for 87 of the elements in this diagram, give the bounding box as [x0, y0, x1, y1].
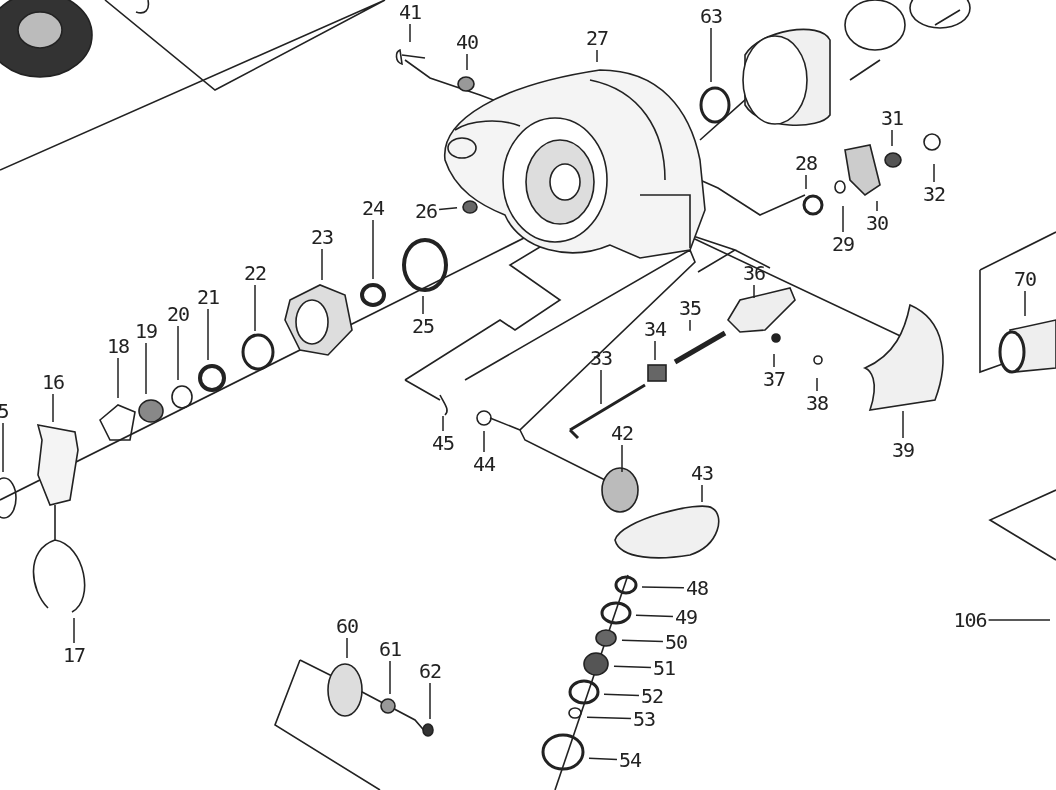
leader-line	[987, 619, 1051, 621]
callout-number: 22	[243, 263, 267, 283]
leader-line	[773, 353, 775, 368]
callout-number: 29	[831, 234, 855, 254]
callout-number: 18	[106, 336, 130, 356]
leader-line	[346, 637, 348, 659]
leader-line	[933, 163, 935, 183]
callout-number: 43	[690, 463, 714, 483]
callout-number: 25	[411, 316, 435, 336]
leader-line	[254, 284, 256, 332]
callout-number: 51	[652, 658, 676, 678]
leader-line	[177, 325, 179, 381]
leader-line	[586, 716, 632, 720]
leader-line	[816, 377, 818, 392]
leader-line	[603, 693, 640, 697]
leader-line	[842, 205, 844, 233]
callout-number: 40	[455, 32, 479, 52]
leader-line	[710, 27, 712, 83]
callout-number: 37	[762, 369, 786, 389]
callout-number: 24	[361, 198, 385, 218]
callout-number: 106	[953, 610, 987, 630]
leader-line	[654, 340, 656, 361]
leader-line	[689, 319, 691, 332]
callout-number: 33	[589, 348, 613, 368]
leader-line	[621, 639, 664, 643]
leader-line	[389, 660, 391, 695]
leader-line	[588, 757, 618, 761]
callout-number: 21	[196, 287, 220, 307]
callout-number: 19	[134, 321, 158, 341]
leader-line	[73, 617, 75, 644]
callout-number: 20	[166, 304, 190, 324]
callout-number: 49	[674, 607, 698, 627]
callout-number: 42	[610, 423, 634, 443]
callout-number: 34	[643, 319, 667, 339]
callout-number: 53	[632, 709, 656, 729]
callout-number: 52	[640, 686, 664, 706]
leader-line	[117, 357, 119, 399]
leader-line	[596, 49, 598, 63]
callout-number: 61	[378, 639, 402, 659]
leader-line	[145, 342, 147, 395]
leader-line	[613, 665, 652, 669]
leader-line	[429, 682, 431, 720]
callout-number: 39	[891, 440, 915, 460]
callout-number: 70	[1013, 269, 1037, 289]
callout-number: 44	[472, 454, 496, 474]
callout-number: 17	[62, 645, 86, 665]
callout-number: 60	[335, 616, 359, 636]
leader-line	[321, 248, 323, 281]
callout-number: 41	[398, 2, 422, 22]
leader-line	[409, 23, 411, 43]
leader-line	[207, 308, 209, 361]
leader-line	[483, 430, 485, 453]
callout-number: 35	[678, 298, 702, 318]
leader-line	[621, 444, 623, 473]
leader-line	[2, 422, 4, 473]
leader-line	[600, 369, 602, 405]
leader-line	[891, 129, 893, 147]
callout-number: 31	[880, 108, 904, 128]
callout-number: 36	[742, 263, 766, 283]
leader-line	[52, 393, 54, 423]
leader-line	[422, 295, 424, 315]
callout-number: 32	[922, 184, 946, 204]
leader-line	[876, 200, 878, 212]
callout-number: 27	[585, 28, 609, 48]
leader-line	[805, 174, 807, 190]
leader-line	[753, 284, 755, 299]
leader-line	[641, 586, 685, 589]
callout-number: 28	[794, 153, 818, 173]
callout-number: 62	[418, 661, 442, 681]
leader-line	[438, 206, 458, 211]
leader-line	[902, 410, 904, 439]
callout-number: 50	[664, 632, 688, 652]
leader-line	[442, 415, 444, 432]
leader-line	[635, 614, 674, 618]
leader-line	[466, 53, 468, 71]
leader-line	[701, 484, 703, 503]
callout-number: 48	[685, 578, 709, 598]
callout-number: 16	[41, 372, 65, 392]
callout-number: 38	[805, 393, 829, 413]
callout-number: 26	[414, 201, 438, 221]
callout-number: 63	[699, 6, 723, 26]
leader-line	[372, 219, 374, 280]
leader-line	[1024, 290, 1026, 317]
callout-number: 45	[431, 433, 455, 453]
callout-number: 30	[865, 213, 889, 233]
callout-number: 54	[618, 750, 642, 770]
callout-number: 23	[310, 227, 334, 247]
